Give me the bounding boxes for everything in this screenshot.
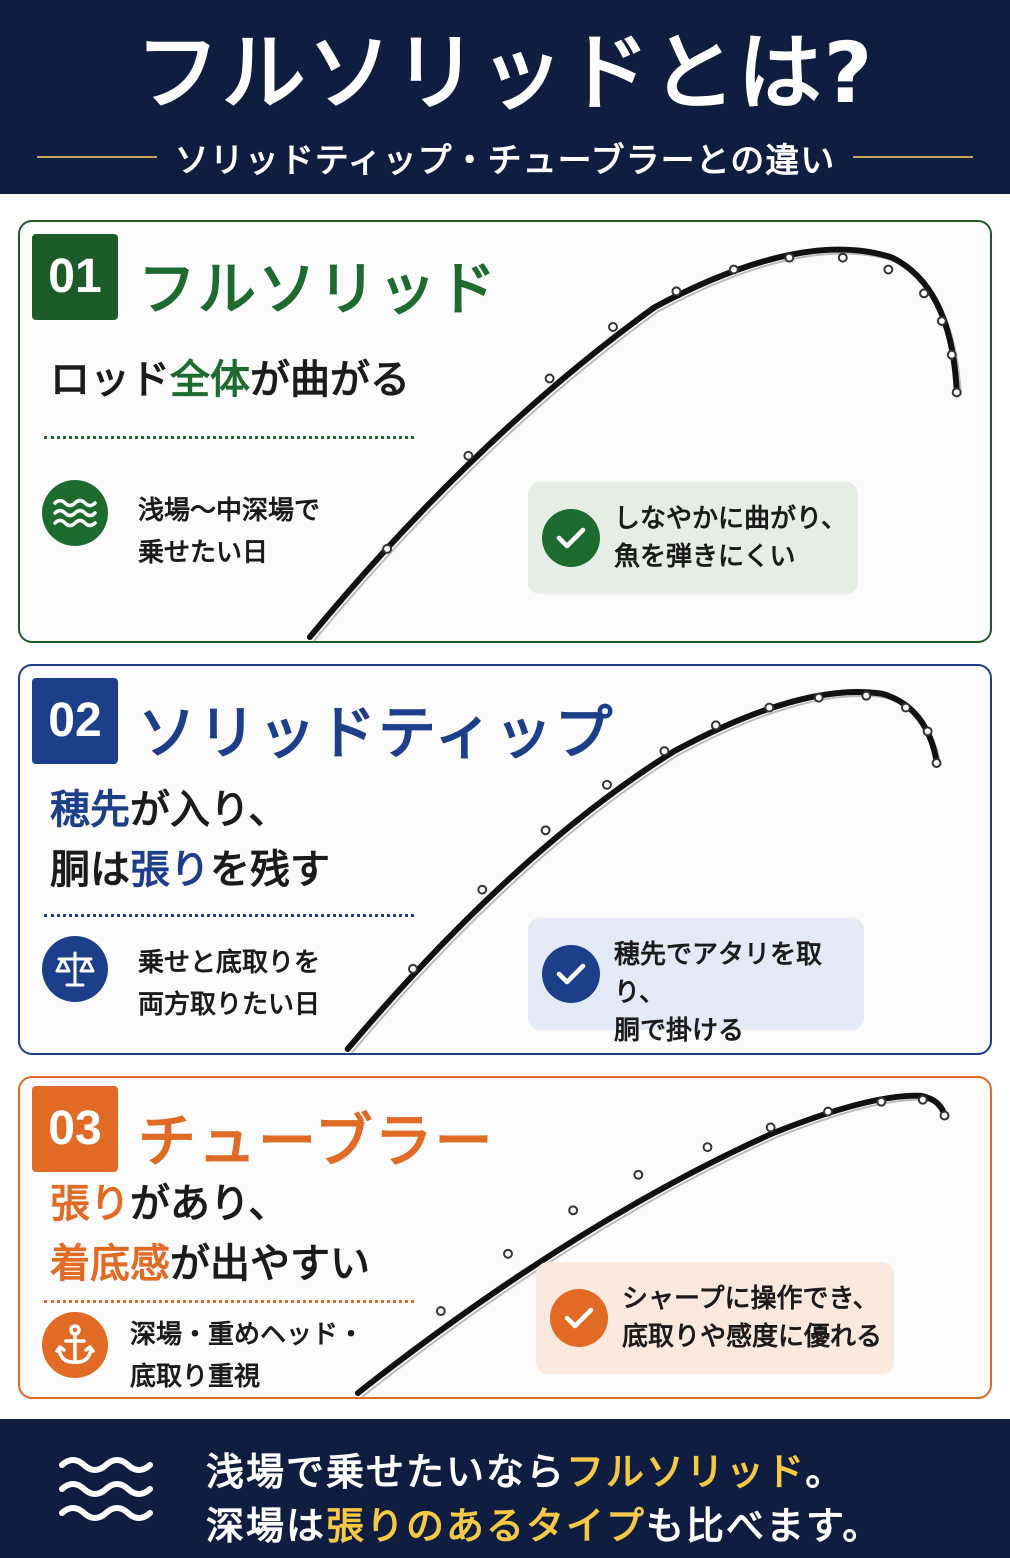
- footer-text: も比べます。: [646, 1504, 883, 1548]
- situation-line: 乗せたい日: [138, 538, 269, 568]
- subtitle-row: ソリッドティップ・チューブラーとの違い: [0, 132, 1010, 182]
- feature-text: シャープに操作でき、 底取りや感度に優れる: [622, 1280, 882, 1356]
- footer-text: 深場は: [206, 1504, 327, 1548]
- footer-line-2: 深場は張りのあるタイプも比べます。: [206, 1495, 882, 1550]
- card-solid-tip: 02 ソリッドティップ 穂先が入り、 胴は張りを残す 乗せと底取りを 両方取りた…: [18, 664, 992, 1055]
- subtitle-rule-right: [853, 156, 974, 158]
- subtitle-rule-left: [36, 156, 157, 158]
- dotted-divider: [44, 436, 414, 439]
- dotted-divider: [44, 914, 414, 917]
- waves-icon: [42, 480, 108, 546]
- desc-emphasis: 張り: [50, 1181, 130, 1227]
- card-description: 張りがあり、 着底感が出やすい: [50, 1174, 370, 1294]
- page-subtitle: ソリッドティップ・チューブラーとの違い: [174, 140, 836, 181]
- situation-line: 両方取りたい日: [138, 990, 321, 1020]
- footer-highlight: フルソリッド: [566, 1450, 806, 1494]
- footer-text: 。: [805, 1450, 846, 1494]
- situation-line: 浅場〜中深場で: [138, 496, 321, 526]
- feature-text: しなやかに曲がり、 魚を弾きにくい: [614, 500, 847, 576]
- desc-line: 張りがあり、: [50, 1174, 370, 1234]
- desc-text: 胴は: [50, 847, 130, 893]
- desc-text: が曲がる: [250, 357, 410, 403]
- desc-text: があり、: [130, 1181, 289, 1227]
- feature-text: 穂先でアタリを取り、 胴で掛ける: [614, 936, 864, 1050]
- situation-line: 乗せと底取りを: [138, 948, 321, 978]
- feature-line: 穂先でアタリを取り、: [614, 940, 823, 1008]
- desc-text: が出やすい: [170, 1241, 370, 1287]
- feature-box: 穂先でアタリを取り、 胴で掛ける: [528, 918, 864, 1046]
- card-description: 穂先が入り、 胴は張りを残す: [50, 780, 330, 900]
- card-number-badge: 03: [32, 1086, 118, 1172]
- card-description: ロッド全体が曲がる: [50, 350, 410, 410]
- desc-text: ロッド: [50, 357, 170, 403]
- card-full-solid: 01 フルソリッド ロッド全体が曲がる 浅場〜中深場で 乗せたい日 しなやかに曲…: [18, 220, 992, 643]
- page-title: フルソリッドとは?: [135, 24, 875, 122]
- situation-line: 深場・重めヘッド・: [130, 1320, 365, 1350]
- feature-line: 魚を弾きにくい: [614, 542, 796, 572]
- card-tubular: 03 チューブラー 張りがあり、 着底感が出やすい 深場・重めヘッド・ 底取り重…: [18, 1076, 992, 1399]
- desc-emphasis: 張り: [130, 847, 210, 893]
- anchor-icon: [42, 1312, 108, 1378]
- situation-text: 深場・重めヘッド・ 底取り重視: [130, 1314, 365, 1397]
- desc-line: 着底感が出やすい: [50, 1234, 370, 1294]
- desc-emphasis: 着底感: [50, 1241, 170, 1287]
- feature-line: シャープに操作でき、: [622, 1284, 879, 1314]
- feature-line: 底取りや感度に優れる: [622, 1322, 883, 1352]
- header: フルソリッドとは? ソリッドティップ・チューブラーとの違い: [0, 0, 1010, 194]
- waves-icon: [59, 1457, 153, 1521]
- feature-line: 胴で掛ける: [614, 1016, 745, 1046]
- footer-line-1: 浅場で乗せたいならフルソリッド。: [206, 1441, 845, 1496]
- situation-line: 底取り重視: [130, 1362, 261, 1392]
- feature-line: しなやかに曲がり、: [614, 504, 847, 534]
- desc-text: を残す: [210, 847, 330, 893]
- check-icon: [542, 509, 600, 567]
- footer-text: 浅場で乗せたいなら: [206, 1450, 567, 1494]
- feature-box: しなやかに曲がり、 魚を弾きにくい: [528, 482, 858, 594]
- desc-line: 胴は張りを残す: [50, 840, 330, 900]
- situation-text: 浅場〜中深場で 乗せたい日: [138, 490, 320, 574]
- check-icon: [542, 945, 600, 1003]
- dotted-divider: [44, 1300, 414, 1303]
- card-title: フルソリッド: [138, 255, 499, 323]
- desc-line: 穂先が入り、: [50, 780, 330, 840]
- card-title: ソリッドティップ: [138, 699, 615, 767]
- feature-box: シャープに操作でき、 底取りや感度に優れる: [536, 1262, 894, 1374]
- situation-text: 乗せと底取りを 両方取りたい日: [138, 942, 320, 1026]
- desc-text: が入り、: [130, 787, 289, 833]
- scale-icon: [42, 936, 108, 1002]
- footer-highlight: 張りのあるタイプ: [326, 1504, 647, 1548]
- card-title: チューブラー: [138, 1107, 495, 1175]
- check-icon: [550, 1289, 608, 1347]
- card-number-badge: 01: [32, 234, 118, 320]
- desc-emphasis: 全体: [170, 357, 250, 403]
- desc-emphasis: 穂先: [50, 787, 130, 833]
- footer-banner: 浅場で乗せたいならフルソリッド。 深場は張りのあるタイプも比べます。: [0, 1419, 1010, 1558]
- card-number-badge: 02: [32, 678, 118, 764]
